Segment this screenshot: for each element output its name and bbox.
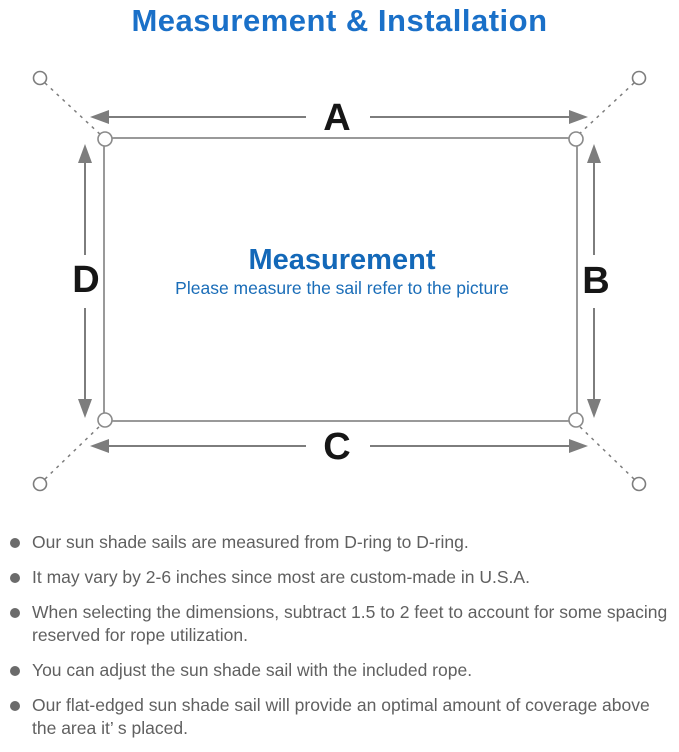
note-text: Our sun shade sails are measured from D-…: [32, 532, 469, 552]
anchor-point-bottom-right-icon: [631, 476, 647, 492]
anchor-point-top-right-icon: [631, 70, 647, 86]
dimension-label-a: A: [323, 97, 350, 139]
bullet-icon: [10, 701, 20, 711]
bullet-icon: [10, 608, 20, 618]
note-text: You can adjust the sun shade sail with t…: [32, 660, 473, 680]
dimension-label-d: D: [72, 259, 99, 301]
list-item: Our flat-edged sun shade sail will provi…: [8, 694, 668, 740]
dimension-arrow-b: [587, 144, 601, 418]
dimension-label-b: B: [582, 260, 609, 302]
diagram-center-subtitle: Please measure the sail refer to the pic…: [175, 278, 509, 298]
tether-line-bottom-left: [44, 422, 104, 480]
d-ring-top-right-icon: [568, 131, 584, 147]
bullet-icon: [10, 666, 20, 676]
d-ring-bottom-left-icon: [97, 412, 113, 428]
list-item: You can adjust the sun shade sail with t…: [8, 659, 668, 682]
bullet-icon: [10, 538, 20, 548]
page-title: Measurement & Installation: [131, 3, 548, 38]
note-text: It may vary by 2-6 inches since most are…: [32, 567, 530, 587]
anchor-point-top-left-icon: [32, 70, 48, 86]
tether-line-top-right: [575, 82, 635, 138]
dimension-arrow-c: [90, 439, 588, 453]
dimension-label-c: C: [323, 426, 350, 468]
d-ring-top-left-icon: [97, 131, 113, 147]
tether-line-top-left: [44, 82, 104, 138]
measurement-diagram: A C D B Measurement Please measure the s…: [32, 70, 647, 492]
bullet-icon: [10, 573, 20, 583]
dimension-arrow-a: [90, 110, 588, 124]
shade-sail-outline: [103, 137, 578, 422]
d-ring-bottom-right-icon: [568, 412, 584, 428]
list-item: It may vary by 2-6 inches since most are…: [8, 566, 668, 589]
notes-list: Our sun shade sails are measured from D-…: [8, 531, 668, 752]
list-item: When selecting the dimensions, subtract …: [8, 601, 668, 647]
anchor-point-bottom-left-icon: [32, 476, 48, 492]
list-item: Our sun shade sails are measured from D-…: [8, 531, 668, 554]
note-text: When selecting the dimensions, subtract …: [32, 602, 668, 645]
note-text: Our flat-edged sun shade sail will provi…: [32, 695, 650, 738]
diagram-center-heading: Measurement: [249, 244, 436, 276]
tether-line-bottom-right: [575, 422, 635, 480]
dimension-arrow-d: [78, 144, 92, 418]
